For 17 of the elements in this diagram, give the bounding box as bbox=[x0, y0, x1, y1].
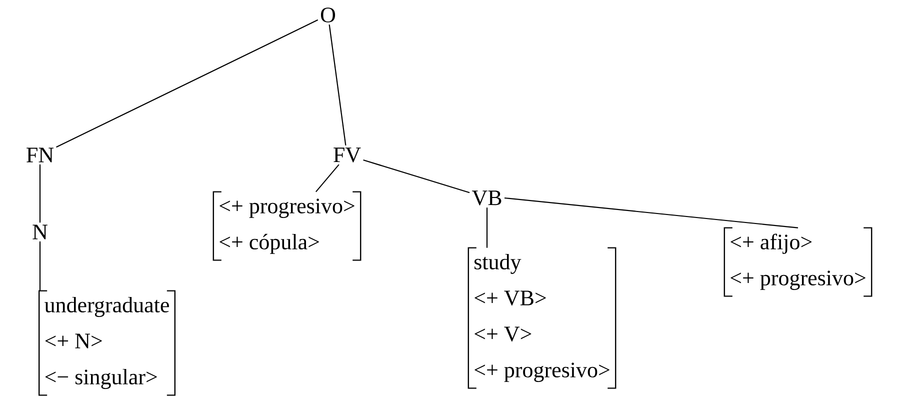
feature-matrix: <+ progresivo> <+ cópula> bbox=[212, 191, 362, 261]
tree-branch bbox=[328, 24, 346, 146]
tree-branch bbox=[56, 19, 318, 148]
feature-matrix: <+ afijo> <+ progresivo> bbox=[724, 227, 872, 297]
tree-label: FV bbox=[334, 148, 361, 162]
tree-branch bbox=[39, 164, 41, 223]
tree-label: FN bbox=[26, 148, 54, 162]
tree-branch bbox=[39, 241, 41, 291]
tree-label: O bbox=[320, 8, 336, 22]
feature-matrix: study <+ VB> <+ V> <+ progresivo> bbox=[468, 247, 616, 389]
tree-branch bbox=[504, 197, 798, 228]
feature-matrix: undergraduate <+ N> <− singular> bbox=[38, 290, 176, 396]
tree-branch bbox=[315, 164, 340, 192]
tree-branch bbox=[363, 159, 470, 194]
tree-label: VB bbox=[472, 190, 502, 206]
tree-label: N bbox=[32, 224, 48, 240]
tree-branch bbox=[486, 208, 488, 248]
